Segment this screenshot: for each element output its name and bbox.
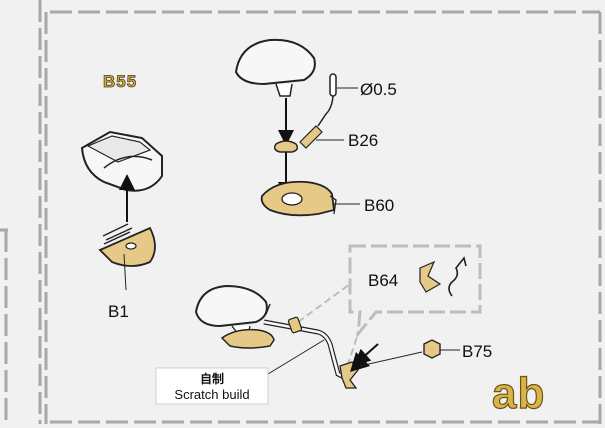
- b75-label: B75: [462, 342, 492, 361]
- b64-callout-box: [348, 244, 482, 339]
- assembly-housing: [194, 284, 268, 328]
- wire-pin: [329, 73, 337, 97]
- b55-label: B55: [103, 72, 137, 91]
- b64-brass-piece: [419, 260, 442, 293]
- b64-label: B64: [368, 271, 398, 290]
- scratch-build-cn: 自制: [200, 371, 224, 386]
- diameter-label: Ø0.5: [360, 80, 397, 99]
- b26-label: B26: [348, 131, 378, 150]
- assembly-group: B64 B75 自制 Scratch build: [155, 244, 492, 405]
- b1-label: B1: [108, 302, 129, 321]
- b26-brass-part: [273, 140, 299, 153]
- b75-hex-nut: [423, 339, 441, 359]
- step-marker: ab: [492, 369, 545, 418]
- scratch-build-en: Scratch build: [174, 387, 249, 402]
- b60-label: B60: [364, 196, 394, 215]
- top-housing: [234, 38, 316, 86]
- part-b26-b60-group: Ø0.5 B26 B60: [234, 38, 397, 217]
- b64-wire-piece: [448, 256, 467, 297]
- part-b55-group: B55 B1: [80, 72, 163, 321]
- scratch-build-box: [155, 367, 269, 405]
